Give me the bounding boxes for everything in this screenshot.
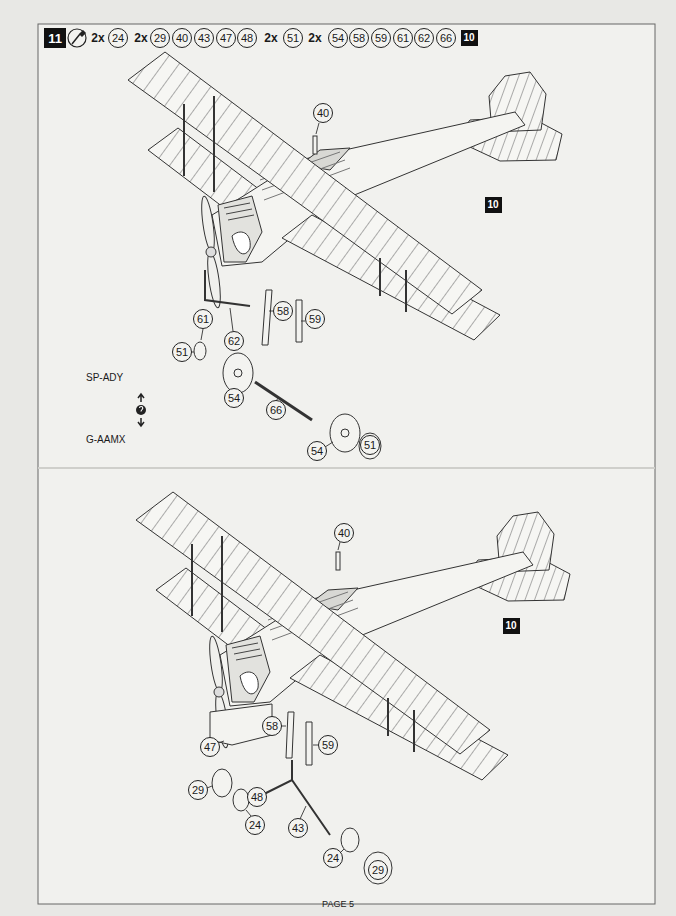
step-box: 10	[503, 618, 520, 634]
number-text: 59	[375, 33, 387, 44]
callout-number: 66	[266, 400, 286, 420]
number-text: 40	[317, 108, 329, 119]
callout-number: 47	[200, 737, 220, 757]
number-text: 54	[332, 33, 344, 44]
number-text: 47	[220, 33, 232, 44]
number-text: 51	[287, 33, 299, 44]
step-box: 11	[44, 28, 66, 48]
callout-number: 48	[247, 787, 267, 807]
callout-number: 29	[150, 28, 170, 48]
callout-number: 43	[194, 28, 214, 48]
text-label: PAGE 5	[322, 900, 354, 909]
callout-number: 54	[328, 28, 348, 48]
number-text: 47	[204, 742, 216, 753]
quantity-label: 2x	[308, 32, 321, 44]
number-text: 24	[112, 33, 124, 44]
text-label: G-AAMX	[86, 435, 125, 445]
number-text: 62	[228, 336, 240, 347]
callout-number: 51	[360, 435, 380, 455]
callout-number: 59	[371, 28, 391, 48]
number-text: 66	[270, 405, 282, 416]
callout-number: 61	[393, 28, 413, 48]
callout-number: 54	[307, 441, 327, 461]
number-text: 59	[309, 314, 321, 325]
callout-number: 29	[188, 780, 208, 800]
quantity-label: 2x	[264, 32, 277, 44]
step-box: 10	[461, 30, 478, 46]
callout-number: 47	[216, 28, 236, 48]
number-text: 54	[228, 393, 240, 404]
number-text: 11	[48, 32, 62, 45]
number-text: 51	[176, 347, 188, 358]
number-text: 24	[327, 853, 339, 864]
callout-number: 40	[334, 523, 354, 543]
callout-number: 51	[172, 342, 192, 362]
number-text: 48	[251, 792, 263, 803]
number-text: 62	[418, 33, 430, 44]
quantity-label: 2x	[91, 32, 104, 44]
number-text: 58	[277, 306, 289, 317]
number-text: 51	[364, 440, 376, 451]
callout-number: 24	[108, 28, 128, 48]
number-text: 66	[440, 33, 452, 44]
callout-number: 24	[245, 815, 265, 835]
step-box: 10	[485, 197, 502, 213]
number-text: 43	[292, 823, 304, 834]
callout-number: 59	[305, 309, 325, 329]
callout-number: 66	[436, 28, 456, 48]
callout-number: 54	[224, 388, 244, 408]
callout-number: 43	[288, 818, 308, 838]
callout-number: 48	[237, 28, 257, 48]
callout-number: 58	[262, 716, 282, 736]
number-text: 54	[311, 446, 323, 457]
callout-number: 58	[273, 301, 293, 321]
number-text: 29	[372, 865, 384, 876]
callout-number: 40	[172, 28, 192, 48]
callout-number: 58	[349, 28, 369, 48]
number-text: 43	[198, 33, 210, 44]
number-text: 58	[266, 721, 278, 732]
callout-number: 40	[313, 103, 333, 123]
number-text: 61	[397, 33, 409, 44]
quantity-label: 2x	[134, 32, 147, 44]
callout-number: 51	[283, 28, 303, 48]
number-text: 40	[338, 528, 350, 539]
number-text: 29	[154, 33, 166, 44]
number-text: 10	[487, 200, 498, 210]
text-label: SP-ADY	[86, 373, 123, 383]
number-text: 24	[249, 820, 261, 831]
number-text: 61	[197, 314, 209, 325]
number-text: 29	[192, 785, 204, 796]
number-text: 40	[176, 33, 188, 44]
number-text: 58	[353, 33, 365, 44]
callout-number: 62	[414, 28, 434, 48]
callout-number: 62	[224, 331, 244, 351]
number-text: 48	[241, 33, 253, 44]
callout-number: 61	[193, 309, 213, 329]
callout-number: 24	[323, 848, 343, 868]
number-text: 59	[322, 740, 334, 751]
number-text: 10	[505, 621, 516, 631]
callout-number: 29	[368, 860, 388, 880]
callout-number: 59	[318, 735, 338, 755]
number-text: 10	[463, 33, 474, 43]
